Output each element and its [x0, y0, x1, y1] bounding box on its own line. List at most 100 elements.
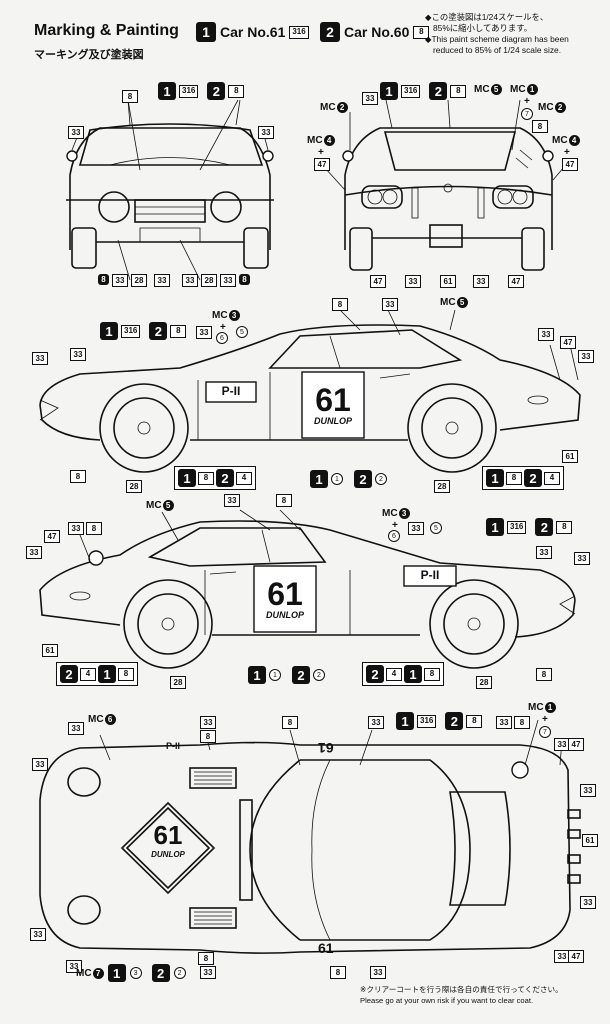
top-decal-33-l: 33	[200, 966, 216, 979]
top-decal-47-b: 47	[568, 950, 584, 963]
top-decal-33-m: 33	[370, 966, 386, 979]
top-decal-8-b: 8	[282, 716, 298, 729]
front-decal-8-a: 8	[98, 274, 109, 285]
rear-decal-47-left: 47	[314, 158, 330, 171]
car1-label: Car No.61	[220, 24, 286, 40]
legend-tag-8: 8	[228, 84, 245, 98]
side-view-right	[39, 324, 581, 473]
front-view	[66, 99, 274, 281]
side2-legend-bottom-right: 2 4 1 8	[362, 662, 444, 686]
page-title: Marking & Painting	[34, 22, 179, 39]
rear-mc1-text: MC	[510, 84, 526, 95]
side1-bl-tag-4: 4	[236, 471, 252, 485]
rear-decal-33-b-left: 33	[405, 275, 421, 288]
top-decal-33-c: 33	[368, 716, 384, 729]
top-decal-61: 61	[582, 834, 598, 847]
side1-bl-box-2: 2	[216, 469, 234, 487]
rear-mc2-right-text: MC	[538, 102, 554, 113]
top-decal-33-h: 33	[66, 960, 82, 973]
side2-race-number: 61	[267, 576, 303, 612]
car2-heading: 2 Car No.60 8	[320, 22, 430, 42]
side1-plate: P-II	[221, 384, 241, 398]
side1-bl-tag-8: 8	[198, 471, 214, 485]
side1-mc3-num: 3	[228, 310, 240, 321]
side2-c-circ-1: 1	[269, 669, 281, 681]
side2-decal-61: 61	[42, 644, 58, 657]
top-mc7-num: 7	[92, 967, 104, 979]
side1-plus: +	[220, 322, 226, 333]
front-decal-33-d: 33	[220, 274, 236, 287]
front-decal-33-b: 33	[154, 274, 170, 287]
rear-legend-box-1: 1	[380, 82, 398, 100]
decal-33-front-left: 33	[68, 126, 84, 139]
top-bl-box-2: 2	[151, 964, 170, 982]
top-bl-box-1: 1	[107, 964, 126, 982]
side1-c-circ-2: 2	[375, 473, 387, 485]
side2-decal-33-b: 33	[68, 522, 84, 535]
top-plate: P-II	[166, 741, 181, 751]
side1-c-box-1: 1	[310, 470, 328, 488]
car2-color-tag: 8	[413, 25, 430, 39]
side2-circ-5: 5	[430, 522, 442, 534]
car2-label: Car No.60	[344, 24, 410, 40]
side2-br-box-1: 1	[404, 665, 422, 683]
front-decal-8-b: 8	[239, 274, 250, 285]
side2-circ-6: 6	[388, 530, 400, 542]
footer-en: Please go at your own risk if you want t…	[360, 996, 534, 1005]
decal-8-front: 8	[122, 90, 138, 103]
side2-mc5-num: 5	[162, 500, 174, 511]
legend-tag-316: 316	[179, 84, 199, 98]
rear-decal-47-right: 47	[562, 158, 578, 171]
legend-box-2: 2	[207, 82, 226, 100]
side2-number-decal: 61 DUNLOP	[254, 566, 316, 632]
rear-view	[342, 127, 554, 271]
top-decal-8-c: 8	[514, 716, 530, 729]
rear-plus-left: +	[318, 147, 324, 158]
rear-mc5-text: MC	[474, 84, 490, 95]
top-bl-circ-2: 2	[173, 967, 186, 979]
side2-decal-8-c: 8	[536, 668, 552, 681]
side1-race-number: 61	[315, 382, 351, 418]
footer-jp: ※クリアーコートを行う際は各自の責任で行ってください。	[360, 985, 563, 994]
side1-legend-tag-8: 8	[170, 324, 187, 338]
top-door-number-bottom: 61	[318, 940, 334, 956]
rear-mc1-num: 1	[526, 84, 538, 95]
side1-decal-8-b: 8	[70, 470, 86, 483]
side1-mc5-text: MC	[440, 297, 456, 308]
rear-mc2-right-num: 2	[554, 102, 566, 113]
legend-box-1: 1	[158, 82, 176, 100]
rear-mc5-num: 5	[490, 84, 502, 95]
top-mc6-text: MC	[88, 714, 104, 725]
note-en-1: ◆This paint scheme diagram has been	[425, 34, 569, 44]
top-decal-33-b: 33	[200, 716, 216, 729]
side1-c-circ-1: 1	[331, 473, 343, 485]
side1-sponsor: DUNLOP	[314, 416, 352, 426]
side2-plate: P-II	[420, 568, 440, 582]
side1-decal-33-top: 33	[382, 298, 398, 311]
top-door-number-top: 61	[318, 740, 334, 756]
side1-mc3-text: MC	[212, 310, 228, 321]
side2-legend-tag-8: 8	[556, 520, 573, 534]
front-bottom-labels-right: 33 28 33 8	[182, 274, 250, 287]
side1-mc5-num: 5	[456, 297, 468, 308]
side1-decal-33-a: 33	[196, 326, 212, 339]
side2-decal-28-a: 28	[170, 676, 186, 689]
top-legend-tag-316: 316	[417, 714, 437, 728]
side2-br-tag-8: 8	[424, 667, 440, 681]
car2-number-box: 2	[320, 22, 340, 42]
side2-c-circ-2: 2	[313, 669, 325, 681]
rear-plus: +	[524, 96, 530, 107]
side2-decal-33-e: 33	[574, 552, 590, 565]
rear-mc2-left-text: MC	[320, 102, 336, 113]
side1-br-box-1: 1	[486, 469, 504, 487]
side2-plus: +	[392, 520, 398, 531]
